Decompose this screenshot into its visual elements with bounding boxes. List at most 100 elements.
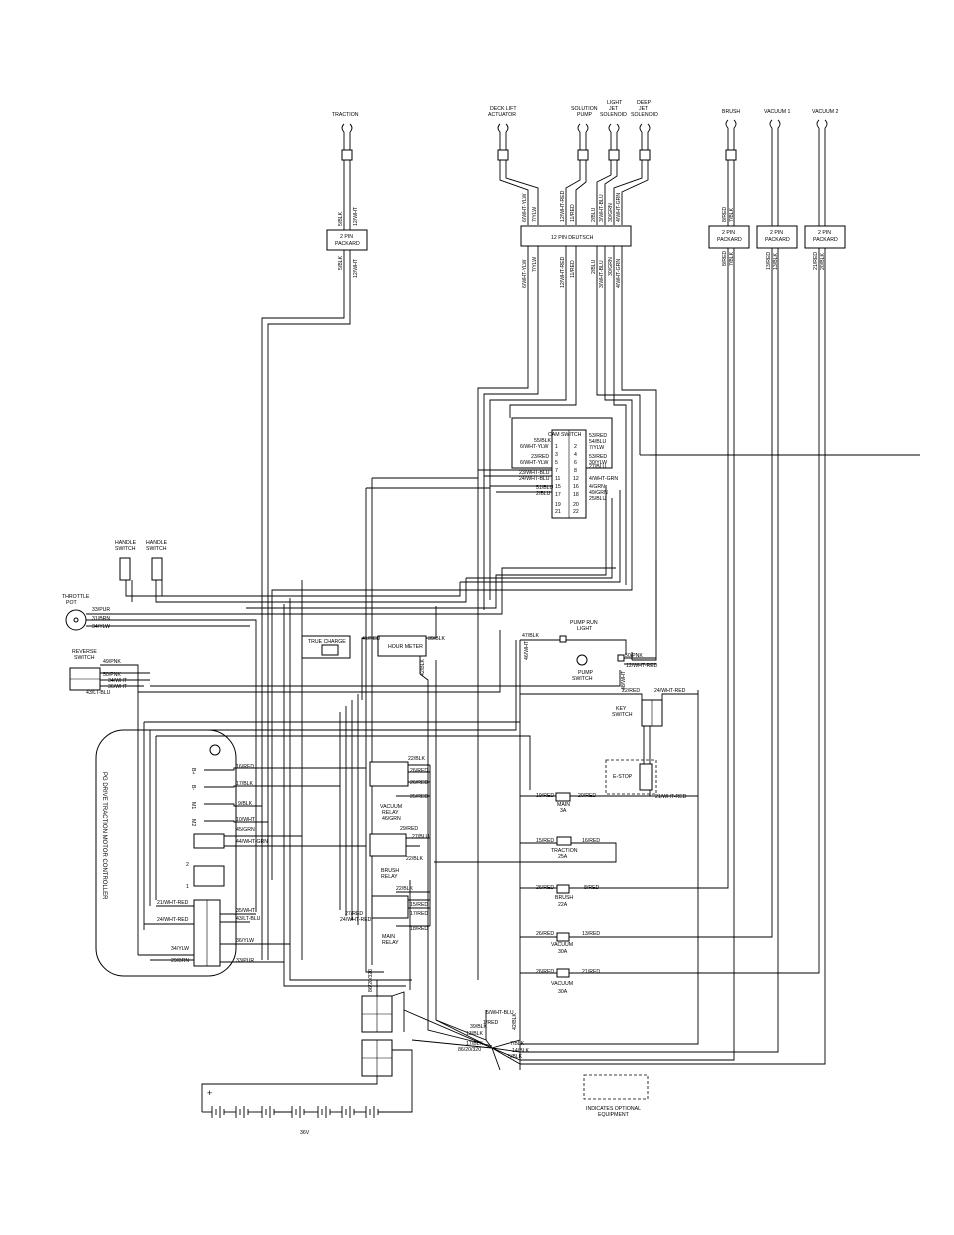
svg-text:24/WHT-RED: 24/WHT-RED (654, 688, 686, 694)
svg-text:5/BLK: 5/BLK (508, 1054, 523, 1060)
svg-text:M2: M2 (190, 819, 196, 826)
main-relay: MAIN RELAY 22/BLK 15/RED 17/RED 18/RED 2… (340, 886, 430, 946)
optional-legend-box (583, 1074, 649, 1100)
svg-text:53/RED: 53/RED (589, 433, 607, 439)
svg-text:49/PNK: 49/PNK (103, 659, 121, 665)
svg-text:16/RED: 16/RED (236, 764, 254, 770)
svg-text:13/RED: 13/RED (582, 931, 600, 937)
svg-text:30/GRN: 30/GRN (608, 203, 614, 222)
svg-text:2/BLU: 2/BLU (536, 491, 551, 497)
battery-bank: + 36V (202, 1084, 413, 1136)
svg-text:24/WHT-RED: 24/WHT-RED (340, 917, 372, 923)
hour-meter (377, 635, 427, 657)
svg-text:19: 19 (555, 502, 561, 508)
svg-text:B-: B- (190, 785, 196, 790)
svg-text:30A: 30A (558, 989, 568, 995)
handle-switches (119, 557, 196, 603)
svg-text:M1: M1 (190, 802, 196, 809)
traction-packard (326, 229, 368, 251)
svg-text:27/BLU: 27/BLU (589, 464, 607, 470)
svg-text:RELAY: RELAY (381, 874, 398, 880)
svg-text:26/RED: 26/RED (536, 969, 554, 975)
svg-text:55/BLK: 55/BLK (534, 438, 552, 444)
vacuum1-packard (756, 225, 798, 249)
svg-text:8: 8 (574, 468, 577, 474)
throttle-pot (65, 609, 87, 631)
svg-text:26/RED: 26/RED (536, 931, 554, 937)
handle-switch-2-label-1: HANDLE (146, 540, 168, 546)
svg-text:4/GRN: 4/GRN (589, 484, 605, 490)
traction-plug: TRACTION (332, 112, 359, 230)
svg-text:86/20/320: 86/20/320 (368, 969, 374, 992)
light-jet-label-2: JET (609, 106, 619, 112)
fuses: 19/RED 20/RED MAIN 3A 15/RED 16/RED TRAC… (434, 792, 617, 995)
svg-text:11/RED: 11/RED (570, 204, 576, 222)
brush-relay: BRUSH RELAY 27/BLU 29/RED 22/BLK (369, 826, 430, 880)
key-switch-label-1: KEY (616, 706, 627, 712)
svg-text:4/WHT-GRN: 4/WHT-GRN (589, 476, 618, 482)
svg-text:49/GRN: 49/GRN (589, 490, 608, 496)
pump-switch-label-2: SWITCH (572, 676, 593, 682)
traction-wire-bot-2: 12/WHT (353, 258, 359, 278)
svg-text:22/BLK: 22/BLK (406, 856, 424, 862)
svg-text:12/WHT-RED: 12/WHT-RED (626, 663, 658, 669)
svg-text:26/RED: 26/RED (410, 780, 428, 786)
svg-text:20/RED: 20/RED (578, 793, 596, 799)
estop-label: E-STOP (613, 774, 633, 780)
svg-text:23/WHT-BLU: 23/WHT-BLU (519, 470, 550, 476)
svg-text:BRUSH: BRUSH (555, 895, 573, 901)
svg-text:3/WHT-BLU: 3/WHT-BLU (599, 260, 605, 288)
svg-text:14/BLK: 14/BLK (512, 1048, 530, 1054)
svg-text:2 PIN: 2 PIN (770, 230, 783, 236)
light-jet-label-3: SOLENOID (600, 112, 627, 118)
svg-text:50/PNK: 50/PNK (103, 672, 121, 678)
svg-text:34/YLW: 34/YLW (92, 624, 110, 630)
svg-text:21/RED: 21/RED (582, 969, 600, 975)
reverse-label-2: SWITCH (74, 655, 95, 661)
svg-text:86/20/320: 86/20/320 (458, 1047, 481, 1053)
packard-label-2: PACKARD (335, 241, 360, 247)
light-jet-label-1: LIGHT (607, 100, 623, 106)
pump-run-label-1: PUMP RUN (570, 620, 598, 626)
svg-text:43/LT-BLU: 43/LT-BLU (86, 690, 111, 696)
svg-text:17/BLK: 17/BLK (466, 1041, 484, 1047)
svg-text:18: 18 (573, 492, 579, 498)
svg-text:22/RED: 22/RED (622, 688, 640, 694)
controller (95, 729, 237, 977)
svg-text:7/BLK: 7/BLK (510, 1041, 525, 1047)
contactor: 86/20/320 (201, 969, 413, 1112)
solution-pump-label-1: SOLUTION (571, 106, 598, 112)
svg-text:3/WHT-BLU: 3/WHT-BLU (599, 194, 605, 222)
svg-text:PACKARD: PACKARD (765, 237, 790, 243)
svg-text:3: 3 (555, 452, 558, 458)
throttle-label-2: POT (66, 600, 77, 606)
svg-text:16/RED: 16/RED (582, 838, 600, 844)
svg-text:24/WHT-RED: 24/WHT-RED (157, 917, 189, 923)
svg-text:48/WHT: 48/WHT (621, 670, 627, 690)
svg-text:44/WHT-GRN: 44/WHT-GRN (236, 839, 268, 845)
controller-label: PG DRIVE TRACTION MOTOR CONTROLLER (101, 772, 107, 900)
svg-text:29/RED: 29/RED (400, 826, 418, 832)
svg-text:2 PIN: 2 PIN (722, 230, 735, 236)
svg-text:6/WHT-YLW: 6/WHT-YLW (522, 259, 528, 288)
cam-switch: CAM SWITCH 55/BLK 6/WHT-YLW 23/RED 6/WHT… (511, 417, 618, 519)
svg-text:21/WHT-RED: 21/WHT-RED (655, 794, 687, 800)
svg-text:13/BLK: 13/BLK (773, 252, 779, 270)
svg-text:4: 4 (574, 452, 577, 458)
svg-text:2 PIN: 2 PIN (818, 230, 831, 236)
brush-vac-plugs (725, 119, 828, 226)
svg-text:2/BLU: 2/BLU (591, 207, 597, 222)
svg-text:12/WHT-RED: 12/WHT-RED (560, 190, 566, 222)
traction-wire-top-1: 5/BLK (338, 211, 344, 226)
svg-text:VACUUM: VACUUM (551, 981, 573, 987)
svg-text:5/WHT-BLU: 5/WHT-BLU (486, 1010, 514, 1016)
svg-text:43/LT-BLU: 43/LT-BLU (236, 916, 261, 922)
deutsch-wire-labels: 6/WHT-YLW 7/YLW 12/WHT-RED 11/RED 2/BLU … (522, 190, 622, 288)
svg-text:23/RED: 23/RED (531, 454, 549, 460)
wire-trunks (118, 246, 920, 1070)
svg-text:6/WHT-YLW: 6/WHT-YLW (520, 444, 549, 450)
svg-text:VACUUM: VACUUM (380, 804, 402, 810)
svg-text:30/GRN: 30/GRN (608, 257, 614, 276)
svg-text:4/WHT-GRN: 4/WHT-GRN (616, 259, 622, 288)
pump-run-label-2: LIGHT (577, 626, 593, 632)
